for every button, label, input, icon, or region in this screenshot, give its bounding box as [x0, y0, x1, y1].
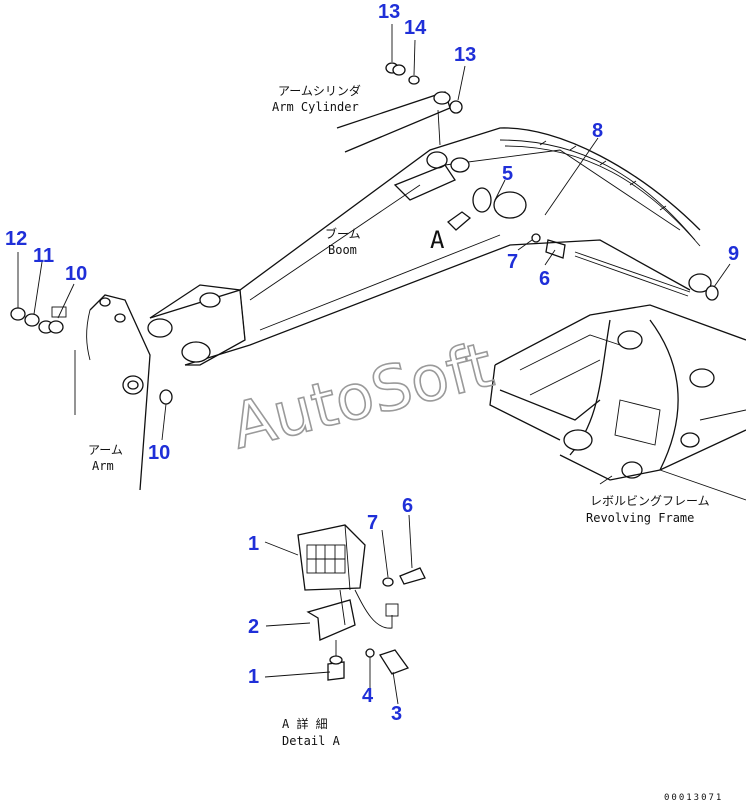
arm-cylinder-label-jp: アームシリンダ: [278, 83, 361, 98]
leader-lines: [17, 24, 731, 705]
callout-3: 3: [391, 703, 402, 725]
callout-10-left: 10: [65, 263, 87, 285]
callout-4: 4: [362, 685, 374, 707]
callout-7-upper: 7: [507, 251, 518, 273]
callout-11: 11: [33, 245, 54, 267]
detail-a-lamp: [297, 524, 426, 681]
frame-label-jp: レボルビングフレーム: [590, 494, 710, 508]
callout-13-top: 13: [378, 1, 400, 23]
callout-2: 2: [248, 616, 259, 638]
callout-8: 8: [592, 120, 603, 142]
callout-1-lamp: 1: [248, 533, 259, 555]
revolving-frame: [489, 304, 746, 501]
detail-label-jp: A 詳 細: [282, 716, 328, 731]
callout-12: 12: [5, 228, 27, 250]
callout-6-upper: 6: [539, 268, 550, 290]
arm-cylinder-label-en: Arm Cylinder: [272, 100, 359, 114]
arm-label-jp: アーム: [88, 443, 123, 457]
callout-7-lower: 7: [367, 512, 378, 534]
callout-14: 14: [404, 17, 427, 39]
boom: [147, 127, 712, 366]
arm-label-en: Arm: [92, 459, 114, 473]
callout-9: 9: [728, 243, 739, 265]
boom-label-en: Boom: [328, 243, 357, 257]
arm-cylinder: [336, 91, 456, 201]
callout-5: 5: [502, 163, 513, 185]
callout-1-nut: 1: [248, 666, 259, 688]
boom-label-jp: ブーム: [325, 226, 361, 241]
callout-10-lower: 10: [148, 442, 170, 464]
arm: [74, 294, 151, 491]
callout-13-right: 13: [454, 44, 476, 66]
drawing-code: 00013071: [664, 793, 723, 803]
view-a-label: A: [430, 226, 445, 254]
watermark-text: AutoSoft: [224, 328, 500, 463]
frame-label-en: Revolving Frame: [586, 511, 694, 525]
detail-label-en: Detail A: [282, 734, 341, 748]
small-parts: [10, 62, 719, 405]
callout-6-lower: 6: [402, 495, 413, 517]
